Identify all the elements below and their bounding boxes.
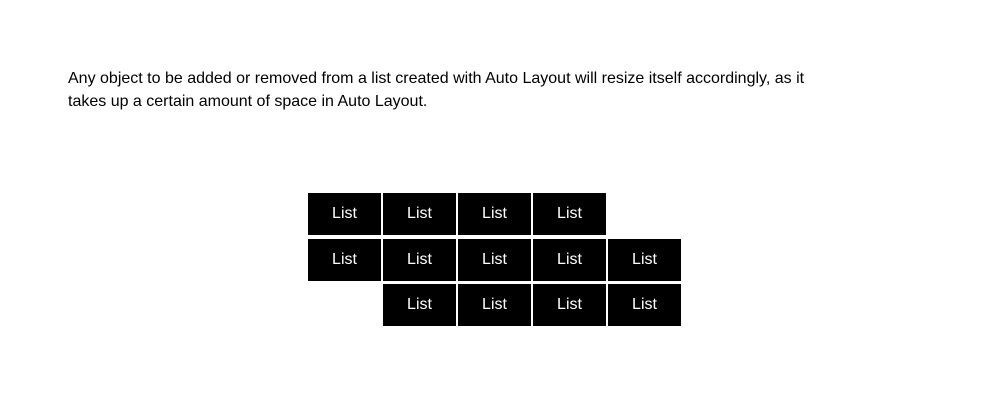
description-line-2: takes up a certain amount of space in Au… [68,93,428,110]
list-box: List [308,238,381,281]
list-row-2: List List List List List [308,238,681,281]
list-box: List [383,193,456,235]
auto-layout-illustration: List List List List List List List List … [308,193,681,326]
list-box: List [608,238,681,281]
list-box: List [533,238,606,281]
description-text: Any object to be added or removed from a… [68,67,804,113]
list-box: List [533,193,606,235]
list-box: List [383,238,456,281]
list-box: List [458,238,531,281]
list-box: List [308,193,381,235]
list-box: List [608,284,681,326]
list-row-1: List List List List [308,193,681,235]
list-box: List [383,284,456,326]
list-box: List [533,284,606,326]
list-box: List [458,284,531,326]
list-row-3: List List List List [383,284,681,326]
description-line-1: Any object to be added or removed from a… [68,70,805,87]
list-box: List [458,193,531,235]
